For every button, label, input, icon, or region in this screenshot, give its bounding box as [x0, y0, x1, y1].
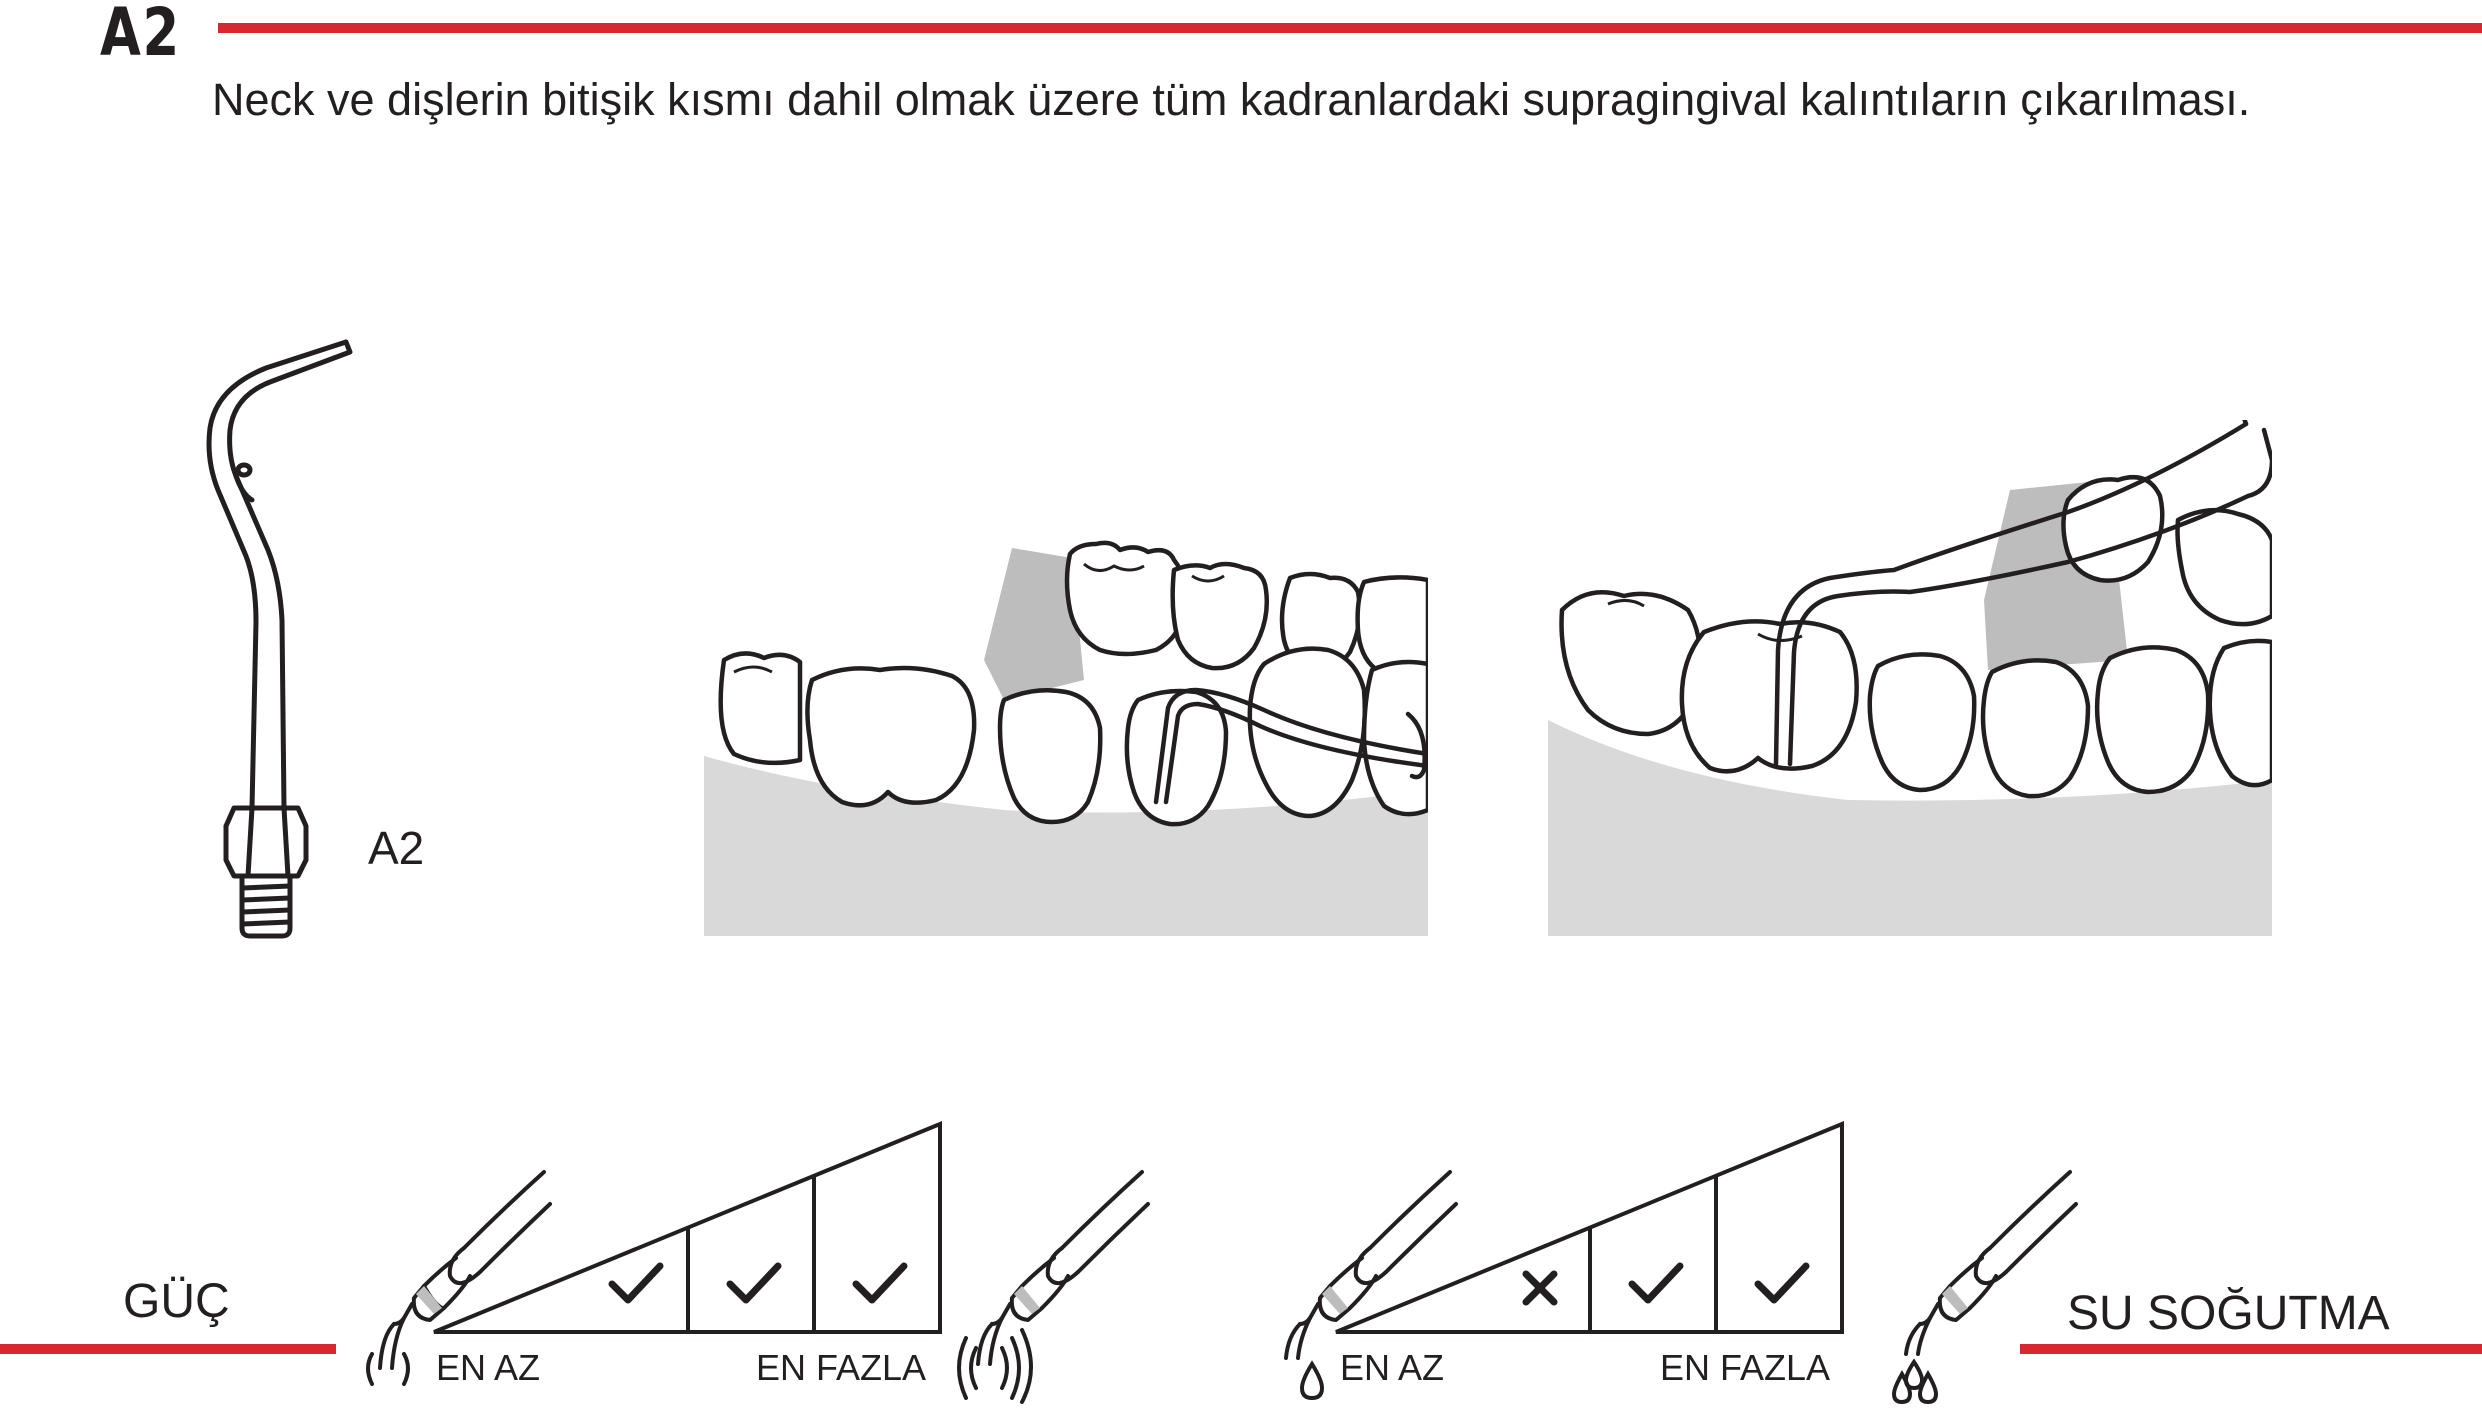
power-level-triangle: [433, 1121, 942, 1334]
power-title: GÜÇ: [123, 1275, 230, 1328]
water-level-2-check-icon: [1628, 1262, 1684, 1304]
scaler-tip-illustration: [206, 339, 353, 939]
power-min-handpiece-icon: [366, 1170, 552, 1386]
power-max-label: EN FAZLA: [756, 1347, 927, 1388]
water-min-label: EN AZ: [1340, 1347, 1445, 1388]
power-red-rule: [0, 1344, 336, 1354]
clinical-illustration-scaler-in-use: [1548, 420, 2272, 936]
water-drop-icon: [1299, 1360, 1325, 1401]
power-max-handpiece-icon: [957, 1170, 1150, 1404]
water-level-1-cross-icon: [1522, 1270, 1558, 1306]
power-level-3-check-icon: [852, 1262, 908, 1304]
procedure-description: Neck ve dişlerin bitişik kısmı dahil olm…: [212, 74, 2251, 125]
water-max-handpiece-icon: [1891, 1170, 2078, 1405]
water-red-rule: [2020, 1344, 2482, 1354]
water-min-handpiece-icon: [1284, 1170, 1458, 1401]
tip-model-label: A2: [368, 822, 425, 874]
tip-code-heading: A2: [100, 0, 181, 71]
power-level-2-check-icon: [726, 1262, 782, 1304]
clinical-illustration-lower-teeth: [704, 540, 1428, 936]
water-level-triangle: [1335, 1121, 1844, 1334]
water-cooling-title: SU SOĞUTMA: [2067, 1287, 2390, 1340]
water-drops-icon: [1891, 1358, 1939, 1405]
water-level-3-check-icon: [1754, 1262, 1810, 1304]
power-min-label: EN AZ: [436, 1347, 541, 1388]
header-red-rule: [218, 23, 2482, 33]
water-max-label: EN FAZLA: [1660, 1347, 1831, 1388]
power-level-1-check-icon: [608, 1262, 664, 1304]
